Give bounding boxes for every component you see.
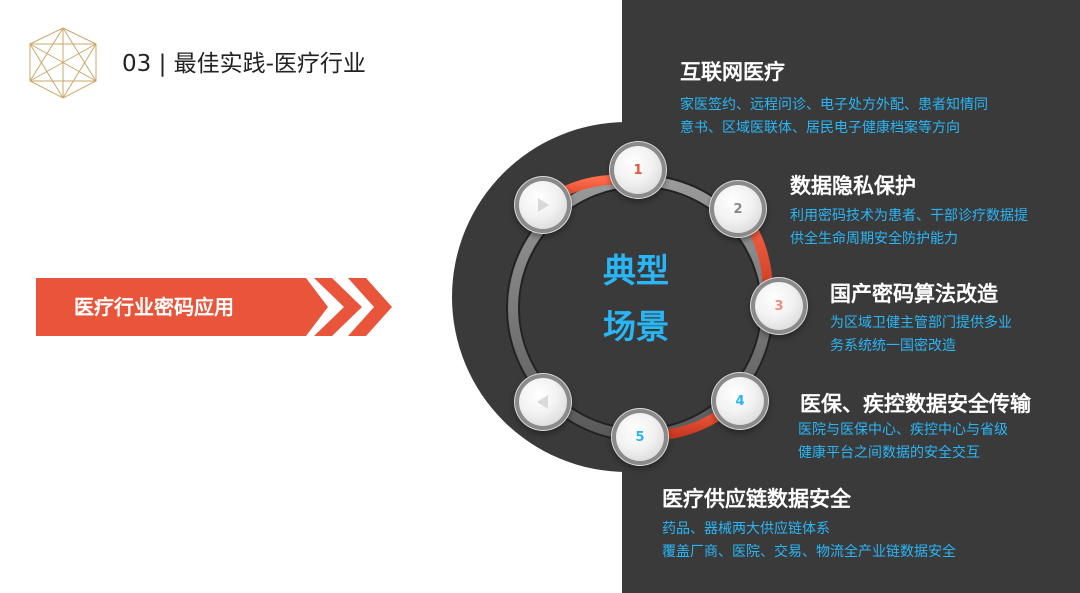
scene-title-2: 数据隐私保护: [790, 174, 916, 198]
node-number: 2: [733, 201, 743, 217]
scene-title-4: 医保、疾控数据安全传输: [800, 392, 1031, 416]
scene-desc-3b: 务系统统一国密改造: [830, 338, 956, 354]
scene-node-1[interactable]: 1: [614, 146, 662, 194]
scene-desc-2a: 利用密码技术为患者、干部诊疗数据提: [790, 208, 1028, 224]
arrow-banner: [36, 278, 392, 336]
play-icon: [538, 198, 549, 212]
scene-desc-4a: 医院与医保中心、疾控中心与省级: [798, 422, 1008, 438]
scene-title-5: 医疗供应链数据安全: [662, 487, 851, 511]
banner-label: 医疗行业密码应用: [74, 295, 234, 319]
scene-title-1: 互联网医疗: [680, 60, 785, 84]
back-node[interactable]: [519, 378, 567, 426]
node-number: 4: [735, 393, 745, 409]
scene-desc-1b: 意书、区域医联体、居民电子健康档案等方向: [680, 120, 960, 136]
geometric-logo-icon: [29, 27, 97, 99]
scene-desc-2b: 供全生命周期安全防护能力: [790, 231, 958, 247]
scene-node-3[interactable]: 3: [755, 282, 803, 330]
scene-desc-4b: 健康平台之间数据的安全交互: [798, 445, 980, 461]
center-label-line1: 典型: [603, 251, 669, 290]
page-title: 03 | 最佳实践-医疗行业: [122, 51, 366, 77]
play-node[interactable]: [519, 181, 567, 229]
node-number: 3: [774, 298, 784, 314]
scene-desc-5a: 药品、器械两大供应链体系: [662, 521, 830, 537]
center-label-line2: 场景: [603, 307, 669, 346]
scene-desc-1a: 家医签约、远程问诊、电子处方外配、患者知情同: [680, 97, 988, 113]
scene-desc-3a: 为区域卫健主管部门提供多业: [830, 315, 1012, 331]
scene-desc-5b: 覆盖厂商、医院、交易、物流全产业链数据安全: [662, 544, 956, 560]
back-icon: [537, 395, 548, 409]
scene-title-3: 国产密码算法改造: [830, 282, 998, 306]
scene-node-2[interactable]: 2: [714, 185, 762, 233]
scene-node-4[interactable]: 4: [716, 377, 764, 425]
node-number: 5: [635, 429, 645, 445]
node-number: 1: [633, 162, 643, 178]
scene-node-5[interactable]: 5: [616, 413, 664, 461]
